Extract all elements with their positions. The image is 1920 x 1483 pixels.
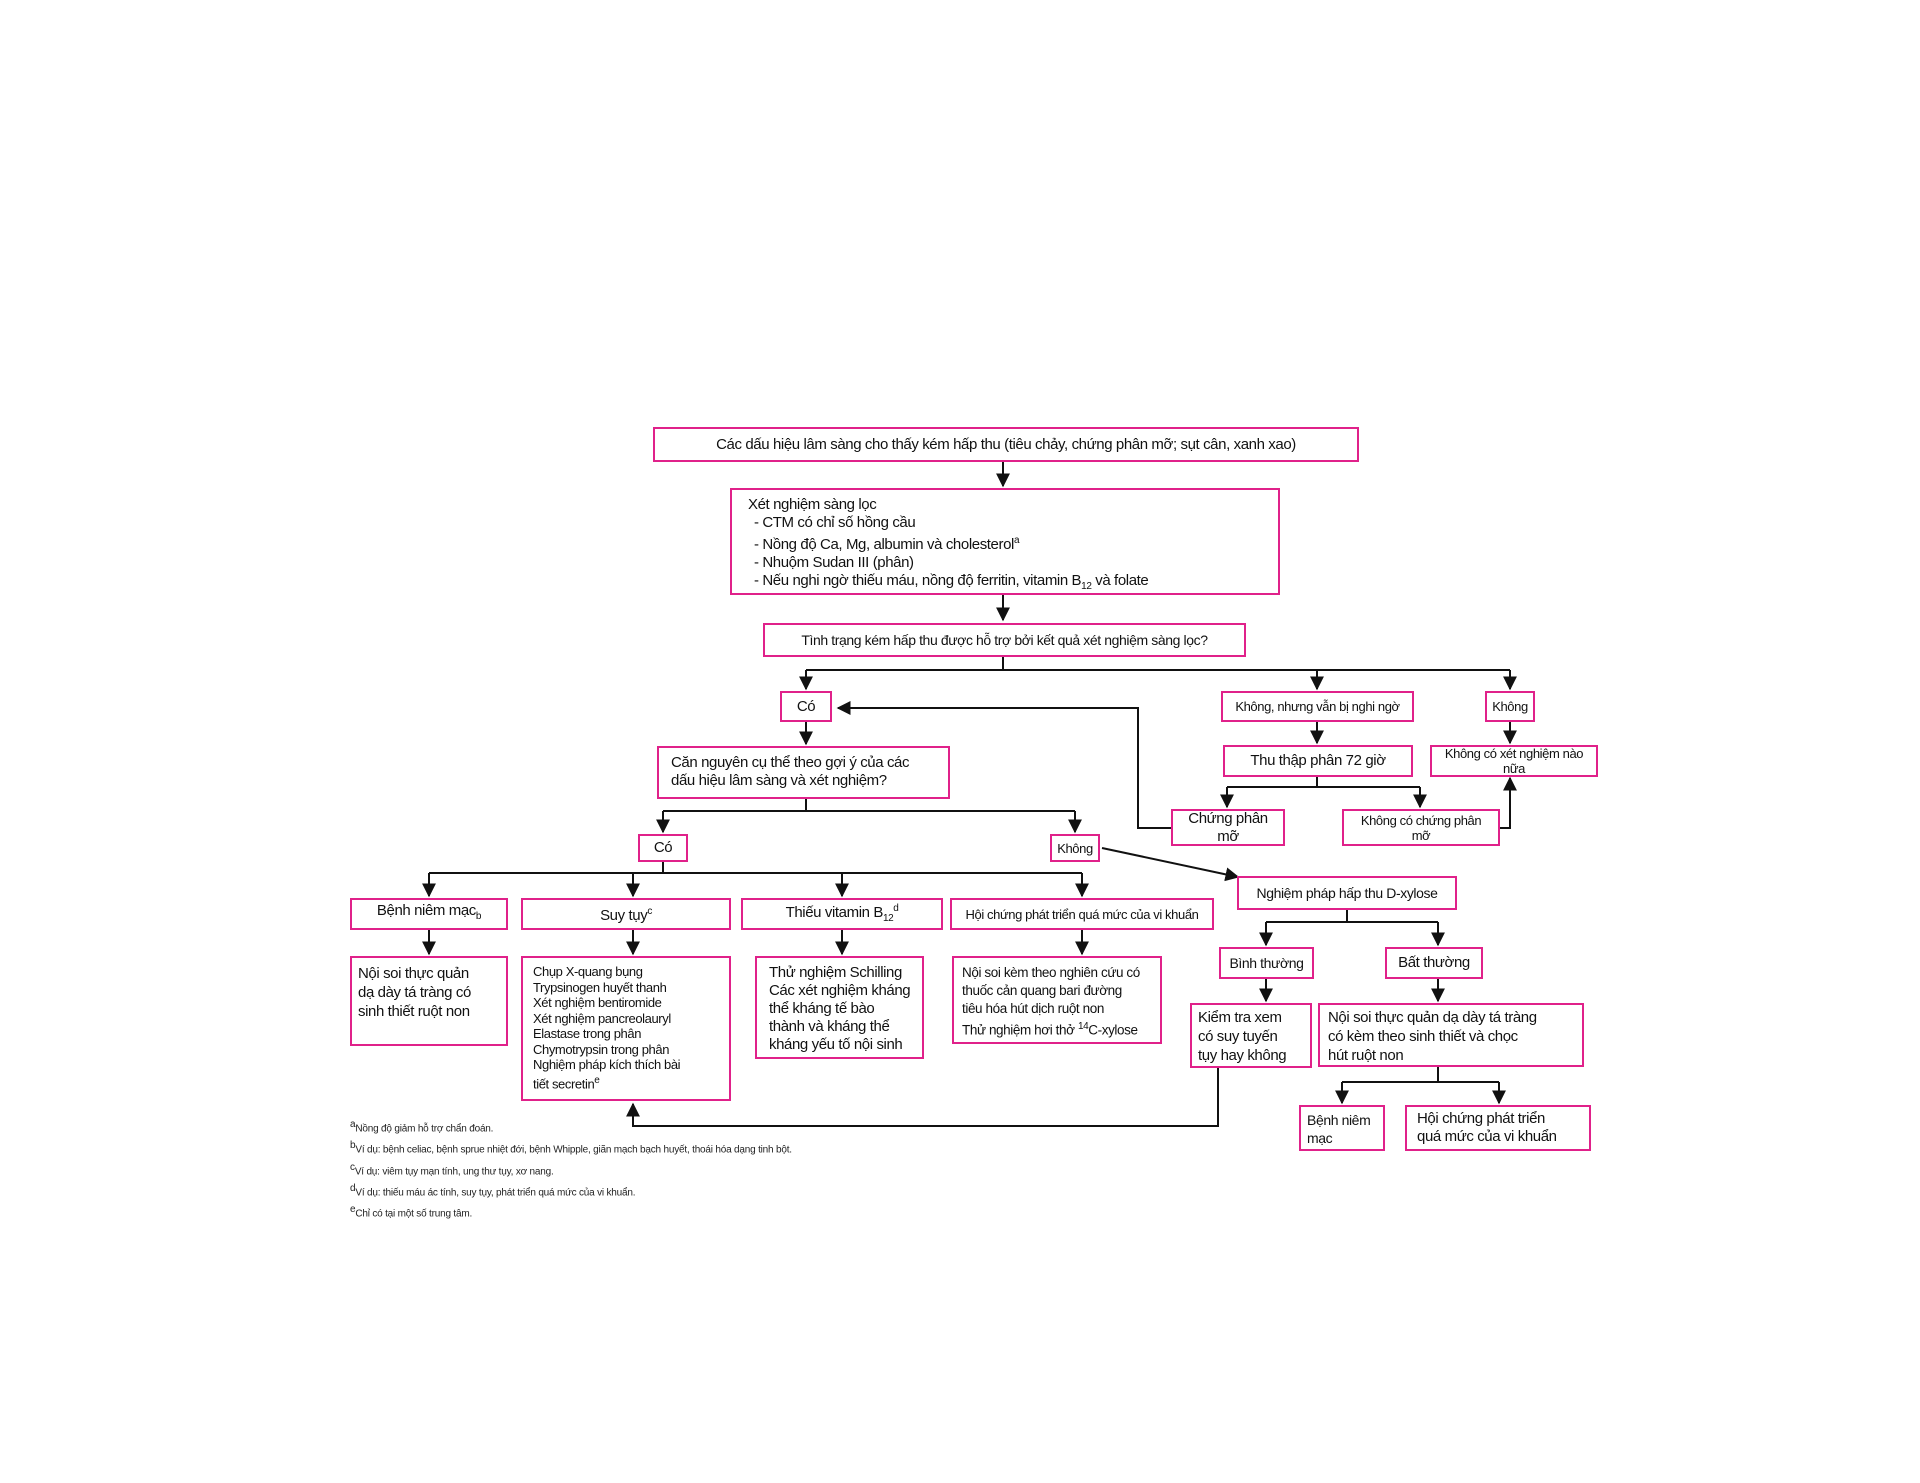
node-screening-tests: Xét nghiệm sàng lọc - CTM có chỉ số hồng… — [730, 488, 1280, 595]
node-steatorrhea: Chứng phân mỡ — [1171, 809, 1285, 846]
arrow-nosteat-nomore — [1500, 776, 1517, 829]
node-abnormal: Bất thường — [1385, 947, 1483, 979]
screening-item-2: - Nồng độ Ca, Mg, albumin và cholesterol… — [754, 535, 1020, 553]
node-malabsorption-supported: Tình trạng kém hấp thu được hỗ trợ bởi k… — [763, 623, 1246, 657]
node-endoscopy-biopsy-aspiration: Nội soi thực quản dạ dày tá tràng có kèm… — [1318, 1003, 1584, 1067]
node-no-2: Không — [1050, 834, 1100, 862]
arrow-steatorrhea-yes1 — [836, 701, 1171, 829]
screening-title: Xét nghiệm sàng lọc — [748, 496, 877, 513]
node-schilling-tests: Thử nghiệm Schilling Các xét nghiệm khán… — [755, 956, 924, 1059]
node-no-1: Không — [1485, 691, 1535, 722]
node-specific-cause: Căn nguyên cụ thể theo gợi ý của các dấu… — [657, 746, 950, 799]
screening-item-3: - Nhuộm Sudan III (phân) — [754, 554, 914, 571]
node-stool-72h: Thu thập phân 72 giờ — [1223, 745, 1413, 777]
footnote-a: aNồng độ giảm hỗ trợ chẩn đoán. — [350, 1119, 494, 1135]
node-endoscopy-barium-aspiration: Nội soi kèm theo nghiên cứu có thuốc cản… — [952, 956, 1162, 1044]
node-pancreatic-tests: Chụp X-quang bụng Trypsinogen huyết than… — [521, 956, 731, 1101]
footnotes: aNồng độ giảm hỗ trợ chẩn đoán. bVí dụ: … — [350, 1116, 792, 1223]
node-yes-1: Có — [780, 691, 832, 722]
node-bacterial-overgrowth: Hội chứng phát triển quá mức của vi khuẩ… — [950, 898, 1214, 930]
footnote-c: cVí dụ: viêm tụy mạn tính, ung thư tụy, … — [350, 1161, 554, 1177]
arrow-no2-dxylose — [1101, 847, 1240, 882]
node-normal: Bình thường — [1219, 947, 1314, 979]
screening-item-4: - Nếu nghi ngờ thiếu máu, nồng độ ferrit… — [754, 572, 1149, 592]
node-check-pancreatic-insufficiency: Kiểm tra xem có suy tuyến tụy hay không — [1190, 1003, 1312, 1068]
footnote-b: bVí dụ: bệnh celiac, bệnh sprue nhiệt đớ… — [350, 1140, 792, 1156]
node-no-more-tests: Không có xét nghiệm nào nữa — [1430, 745, 1598, 777]
node-b12-deficiency: Thiếu vitamin B12d — [741, 898, 943, 930]
node-no-steatorrhea: Không có chứng phân mỡ — [1342, 809, 1500, 846]
node-bacterial-overgrowth-2: Hội chứng phát triển quá mức của vi khuẩ… — [1405, 1105, 1591, 1151]
node-endoscopy-small-bowel-biopsy: Nội soi thực quản dạ dày tá tràng có sin… — [350, 956, 508, 1046]
arrow-check-pancreatic-tests — [626, 1068, 1219, 1127]
node-clinical-signs: Các dấu hiệu lâm sàng cho thấy kém hấp t… — [653, 427, 1359, 462]
footnote-e: eChỉ có tại một số trung tâm. — [350, 1204, 473, 1220]
node-yes-2: Có — [638, 834, 688, 862]
node-mucosal-disease: Bệnh niêm mạcb — [350, 898, 508, 930]
screening-item-1: - CTM có chỉ số hồng cầu — [754, 514, 916, 531]
node-no-but-suspected: Không, nhưng vẫn bị nghi ngờ — [1221, 691, 1414, 722]
node-mucosal-disease-2: Bệnh niêm mạc — [1299, 1105, 1385, 1151]
node-d-xylose-test: Nghiệm pháp hấp thu D-xylose — [1237, 876, 1457, 910]
footnote-d: dVí dụ: thiếu máu ác tính, suy tụy, phát… — [350, 1182, 636, 1199]
node-pancreatic-insufficiency: Suy tụyc — [521, 898, 731, 930]
